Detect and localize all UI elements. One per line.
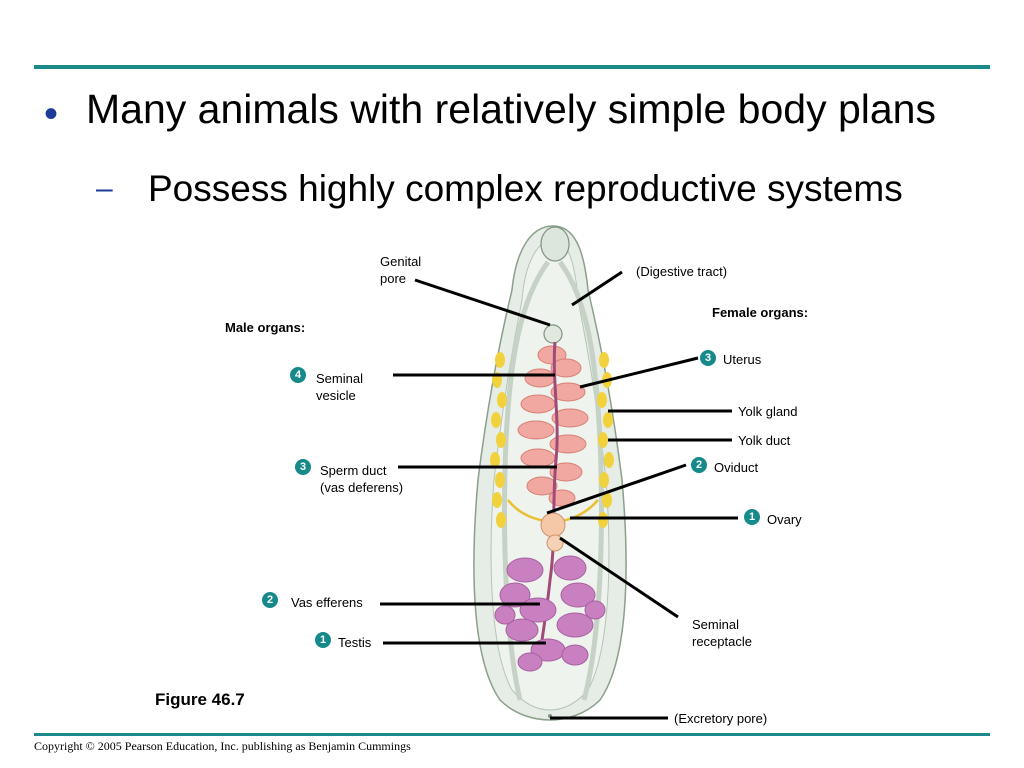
- label-seminal-vesicle: Seminal vesicle: [316, 370, 363, 404]
- label-sperm-duct-line2: (vas deferens): [320, 480, 404, 495]
- badge-vas-efferens: 2: [262, 592, 278, 608]
- badge-uterus: 3: [700, 350, 716, 366]
- label-genital-pore-line1: Genital: [380, 254, 422, 269]
- slide-heading: Many animals with relatively simple body…: [86, 86, 936, 132]
- yolk-gland-right: [597, 352, 614, 528]
- figure-caption: Figure 46.7: [155, 690, 245, 709]
- label-digestive-tract: (Digestive tract): [636, 264, 728, 279]
- bullet-marker: •: [44, 92, 59, 136]
- label-genital-pore-line2: pore: [380, 271, 407, 286]
- label-ovary: Ovary: [767, 512, 802, 527]
- yolk-gland-left: [490, 352, 507, 528]
- bottom-divider: [34, 733, 990, 736]
- badge-seminal-vesicle: 4: [290, 367, 306, 383]
- label-yolk-duct: Yolk duct: [738, 433, 791, 448]
- label-seminal-receptacle-line2: receptacle: [692, 634, 752, 649]
- badge-oviduct: 2: [691, 457, 707, 473]
- label-seminal-receptacle-line1: Seminal: [692, 617, 739, 632]
- label-genital-pore: Genital pore: [380, 253, 421, 287]
- label-seminal-vesicle-line1: Seminal: [316, 371, 363, 386]
- uterus: [517, 345, 589, 507]
- label-seminal-receptacle: Seminal receptacle: [692, 616, 752, 650]
- label-sperm-duct-line1: Sperm duct: [320, 463, 387, 478]
- badge-testis: 1: [315, 632, 331, 648]
- label-seminal-vesicle-line2: vesicle: [316, 388, 356, 403]
- copyright-footer: Copyright © 2005 Pearson Education, Inc.…: [34, 739, 411, 753]
- badge-ovary: 1: [744, 509, 760, 525]
- seminal-receptacle-organ: [546, 534, 564, 552]
- testis: [494, 555, 606, 672]
- slide-subheading: Possess highly complex reproductive syst…: [148, 168, 903, 209]
- label-oviduct: Oviduct: [714, 460, 759, 475]
- label-testis: Testis: [338, 635, 372, 650]
- label-vas-efferens: Vas efferens: [291, 595, 363, 610]
- label-female-organs: Female organs:: [712, 305, 809, 320]
- label-male-organs: Male organs:: [225, 320, 306, 335]
- top-divider: [34, 65, 990, 69]
- oral-sucker: [540, 226, 570, 262]
- sub-bullet-marker: –: [96, 172, 113, 205]
- label-uterus: Uterus: [723, 352, 762, 367]
- label-yolk-gland: Yolk gland: [738, 404, 798, 419]
- badge-sperm-duct: 3: [295, 459, 311, 475]
- label-excretory-pore: (Excretory pore): [674, 711, 768, 726]
- genital-pore: [543, 324, 563, 344]
- digestive-tract: [502, 260, 604, 701]
- label-sperm-duct: Sperm duct (vas deferens): [320, 462, 403, 496]
- leader-lines: [380, 270, 738, 720]
- ovary: [540, 512, 566, 538]
